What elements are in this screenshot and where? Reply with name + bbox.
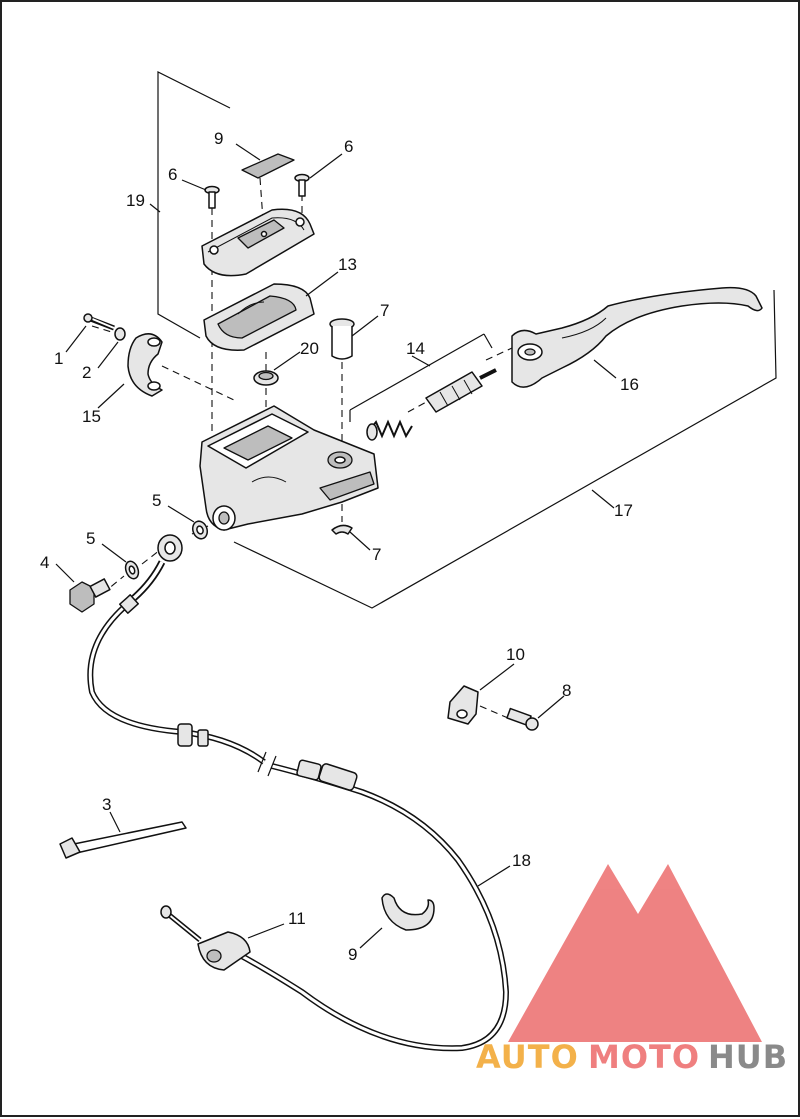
callout-15: 15 <box>82 407 101 426</box>
part-mount-screw <box>506 707 539 731</box>
callout-labels: 9 6 6 19 13 7 20 14 16 1 2 15 5 5 4 17 7… <box>40 129 639 964</box>
part-clutch-lever <box>511 286 763 388</box>
bracket-14 <box>349 333 493 422</box>
part-clamp-washer <box>114 327 126 341</box>
part-hydraulic-line <box>87 534 510 1052</box>
callout-6-left: 6 <box>168 165 177 184</box>
callout-1: 1 <box>54 349 63 368</box>
part-cover-screw-left <box>204 185 220 209</box>
watermark-auto: AUTO <box>476 1038 579 1076</box>
bracket-18 <box>157 71 231 339</box>
callout-6-right: 6 <box>344 137 353 156</box>
part-mount-clamp <box>447 685 479 725</box>
callout-20: 20 <box>300 339 319 358</box>
callout-16: 16 <box>620 375 639 394</box>
part-line-end-fitting <box>160 905 251 971</box>
callout-17: 17 <box>614 501 633 520</box>
callout-8: 8 <box>562 681 571 700</box>
watermark-hub: HUB <box>708 1038 788 1076</box>
watermark-triangle-icon <box>508 864 762 1042</box>
part-banjo-bolt <box>69 578 111 613</box>
callout-3: 3 <box>102 795 111 814</box>
callout-19: 18 <box>512 851 531 870</box>
part-piston <box>425 368 497 413</box>
callout-14: 14 <box>406 339 425 358</box>
watermark-text: AUTO MOTO HUB <box>476 1038 788 1076</box>
part-banjo-washer-upper <box>191 520 209 540</box>
part-reservoir-cover <box>201 208 315 277</box>
callout-2: 2 <box>82 363 91 382</box>
callout-12: 9 <box>214 129 223 148</box>
part-master-cylinder-body <box>199 405 379 531</box>
callout-4: 4 <box>40 553 49 572</box>
callout-18: 19 <box>126 191 145 210</box>
watermark-moto: MOTO <box>588 1038 700 1076</box>
part-pivot-pin <box>329 318 355 360</box>
part-line-clip <box>381 893 435 931</box>
bracket-17 <box>233 289 777 609</box>
callout-leaders <box>55 143 617 949</box>
callout-7-lower: 7 <box>372 545 381 564</box>
part-banjo-washer-lower <box>124 560 140 580</box>
watermark-logo <box>508 864 762 1042</box>
part-piston-spring <box>366 419 413 441</box>
part-clamp-bolt <box>83 313 115 331</box>
part-cable-strap <box>59 821 187 859</box>
part-cap <box>253 370 279 386</box>
part-cover-screw-right <box>294 173 310 197</box>
callout-11: 11 <box>288 909 306 928</box>
part-clamp <box>127 333 163 397</box>
part-sight-glass <box>241 153 295 179</box>
callout-13: 13 <box>338 255 357 274</box>
callout-9: 9 <box>348 945 357 964</box>
part-retaining-clip <box>331 524 353 535</box>
callout-7-upper: 7 <box>380 301 389 320</box>
callout-5-lower: 5 <box>86 529 95 548</box>
part-diaphragm <box>203 283 315 351</box>
callout-5-upper: 5 <box>152 491 161 510</box>
callout-10: 10 <box>506 645 525 664</box>
